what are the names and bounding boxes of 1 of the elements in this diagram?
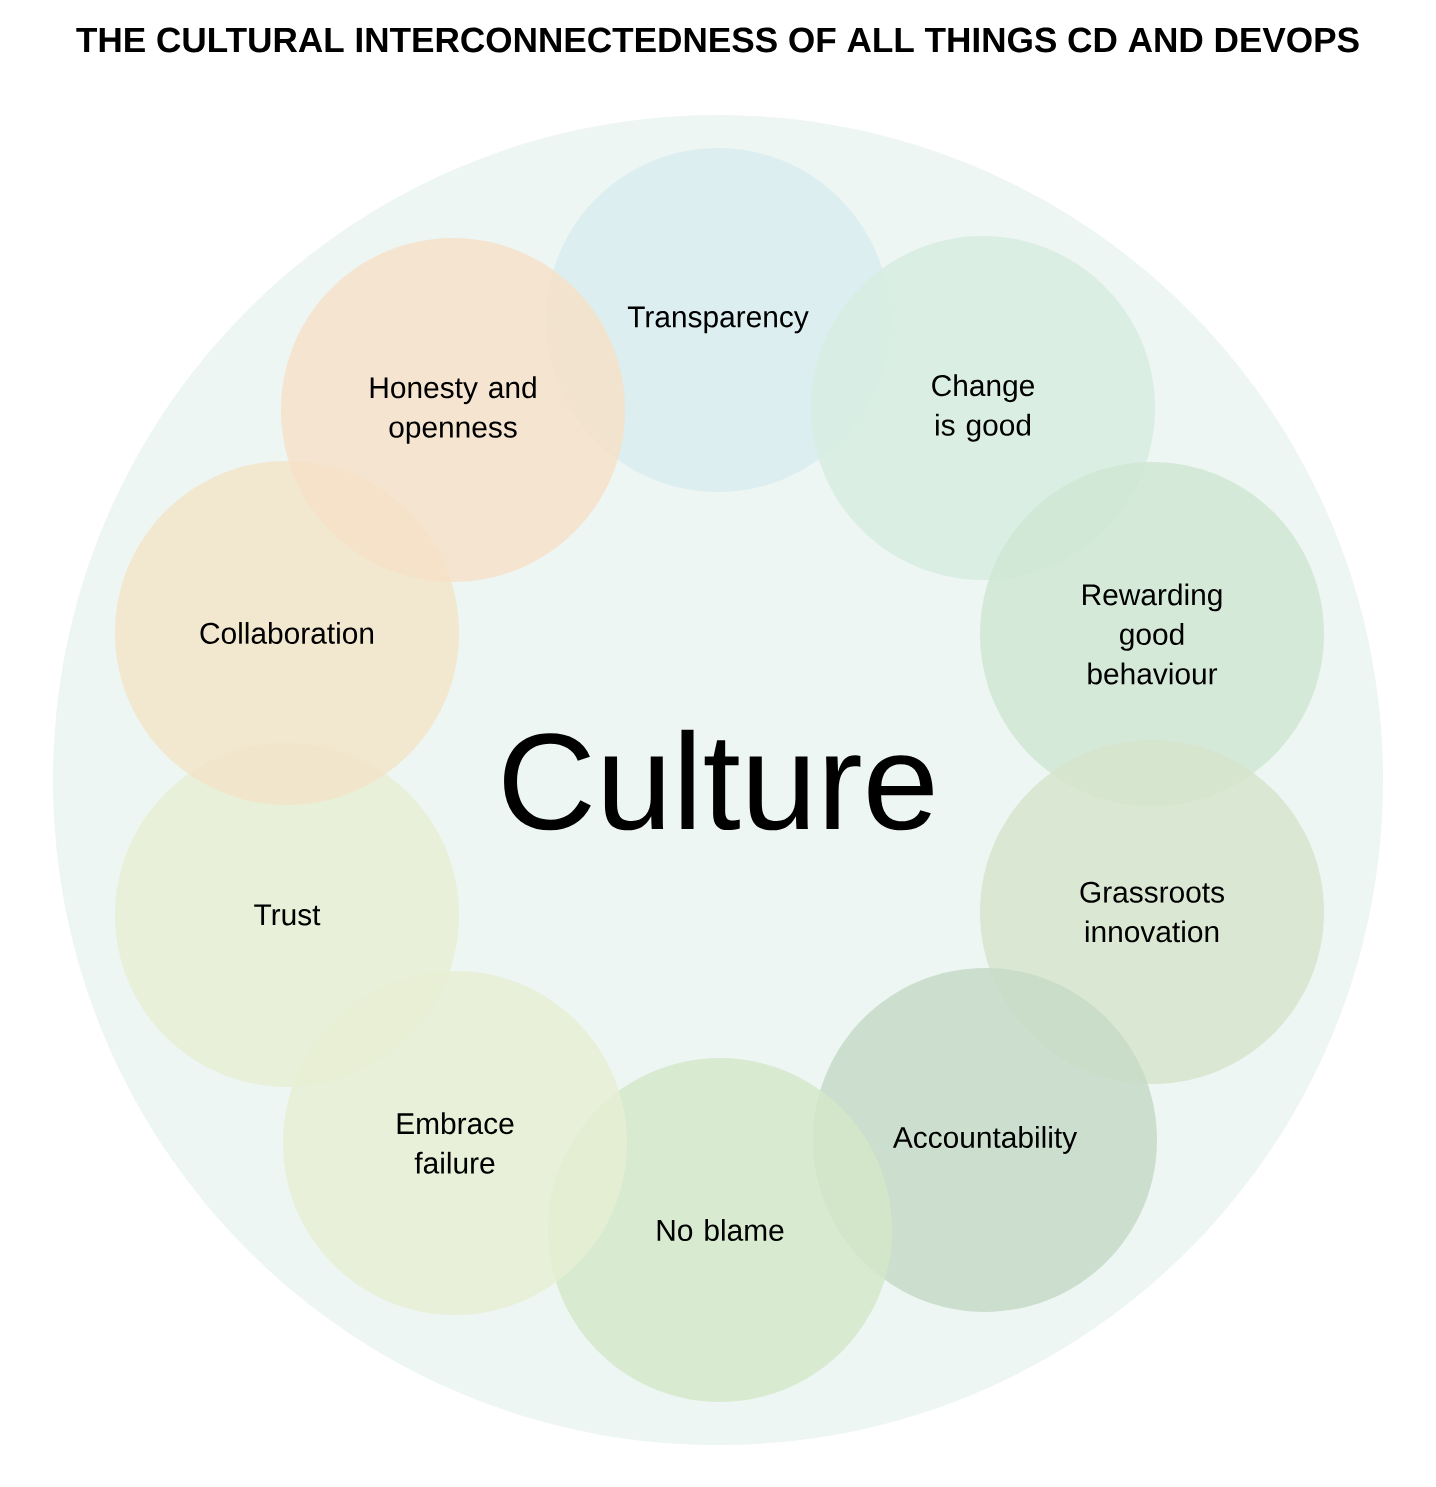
title: THE CULTURAL INTERCONNECTEDNESS OF ALL THINGS CD AND DEVOPS [76,27,1359,53]
